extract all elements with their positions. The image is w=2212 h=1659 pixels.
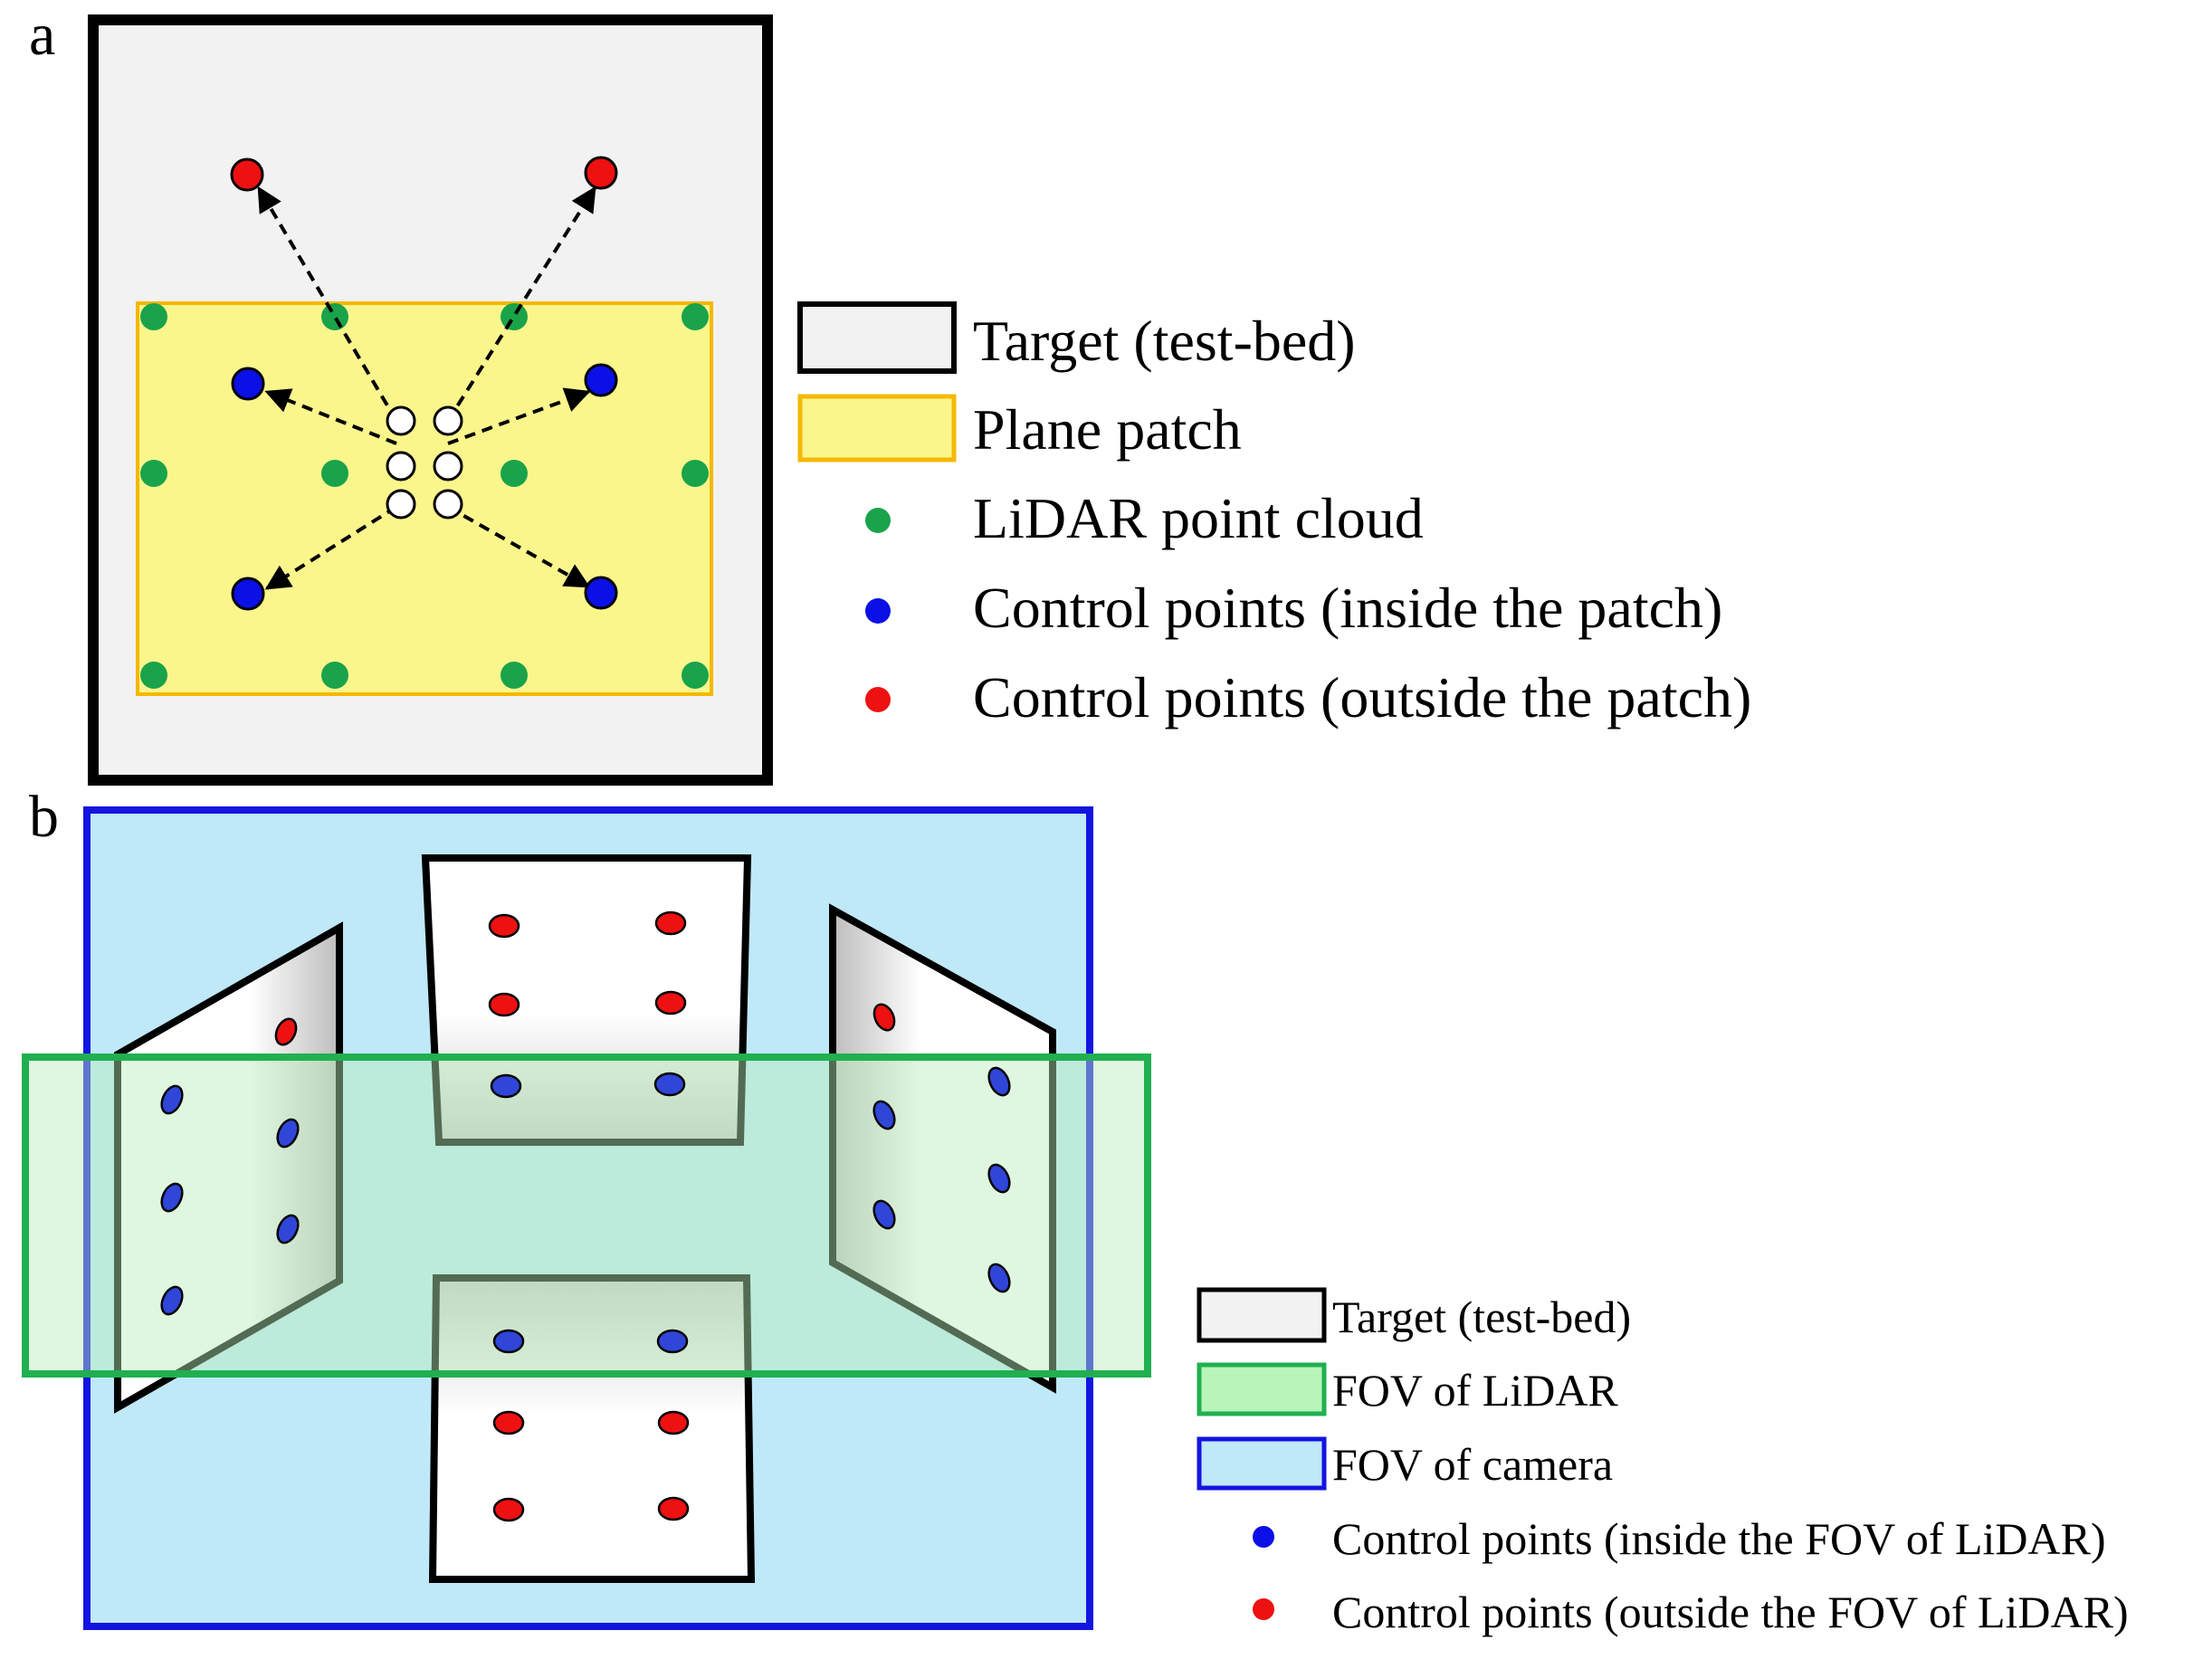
lidar-point xyxy=(682,662,709,689)
control-point-outside xyxy=(274,1017,298,1046)
lidar-point xyxy=(321,303,348,330)
legend-b-label-camera-fov: FOV of camera xyxy=(1332,1439,1614,1490)
control-point-outside xyxy=(657,1410,690,1435)
estimated-point xyxy=(433,451,463,481)
lidar-point xyxy=(140,303,167,330)
control-point-inside xyxy=(872,1100,896,1130)
control-point-inside xyxy=(656,1329,689,1354)
control-point-inside xyxy=(653,1072,686,1097)
control-point-outside xyxy=(230,157,264,192)
estimated-points xyxy=(386,405,463,520)
legend-b-swatch-lidar-fov xyxy=(1197,1362,1327,1416)
control-point-outside xyxy=(492,1410,525,1435)
estimated-point xyxy=(386,405,416,436)
legend-b-label-lidar-fov: FOV of LiDAR xyxy=(1332,1365,1618,1416)
lidar-point xyxy=(501,460,528,487)
lidar-point xyxy=(682,303,709,330)
legend-a-label-plane-patch: Plane patch xyxy=(973,397,1242,462)
panel-a-diagram xyxy=(88,14,773,786)
control-points-outside-patch xyxy=(230,156,618,192)
panel-b-points-outside-fov xyxy=(274,911,896,1522)
control-point-inside xyxy=(492,1329,525,1354)
legend-a-swatch-plane-patch xyxy=(797,394,957,462)
legend-b-label-inside: Control points (inside the FOV of LiDAR) xyxy=(1332,1513,2106,1564)
lidar-point xyxy=(321,460,348,487)
estimated-point xyxy=(386,489,416,520)
panel-label-b: b xyxy=(29,784,59,850)
arrow xyxy=(447,505,591,588)
arrow xyxy=(257,186,398,423)
legend-a xyxy=(797,301,957,712)
control-point-inside xyxy=(231,577,265,611)
control-point-outside xyxy=(492,1497,525,1522)
legend-a-dot-lidar xyxy=(865,508,891,533)
lidar-point xyxy=(140,460,167,487)
control-point-inside xyxy=(584,576,618,610)
plane-patch xyxy=(136,301,713,696)
panel-label-a: a xyxy=(29,2,56,68)
lidar-fov xyxy=(22,1054,1151,1378)
legend-a-label-lidar: LiDAR point cloud xyxy=(973,486,1424,550)
lidar-point xyxy=(682,460,709,487)
projection-arrows xyxy=(257,186,596,590)
legend-a-label-inside: Control points (inside the patch) xyxy=(973,576,1723,640)
lidar-point xyxy=(501,662,528,689)
lidar-point xyxy=(321,662,348,689)
control-point-outside xyxy=(654,990,687,1015)
control-point-outside xyxy=(488,992,520,1017)
legend-a-label-target: Target (test-bed) xyxy=(973,309,1356,373)
control-point-inside xyxy=(160,1285,184,1316)
control-point-inside xyxy=(987,1163,1011,1194)
estimated-point xyxy=(433,405,463,436)
control-point-inside xyxy=(872,1199,896,1230)
estimated-point xyxy=(386,451,416,481)
control-points-inside-patch xyxy=(231,363,618,611)
legend-b-label-outside: Control points (outside the FOV of LiDAR… xyxy=(1332,1587,2129,1637)
estimated-point xyxy=(433,489,463,520)
legend-b-dot-inside xyxy=(1253,1526,1274,1548)
legend-a-swatch-target xyxy=(797,301,957,374)
panel-b-diagram xyxy=(22,806,1151,1630)
control-point-inside xyxy=(987,1066,1011,1097)
control-point-outside xyxy=(584,156,618,190)
control-point-inside xyxy=(276,1214,300,1244)
legend-b-swatch-target xyxy=(1197,1287,1327,1343)
legend-b xyxy=(1197,1287,1327,1620)
control-point-inside xyxy=(987,1263,1011,1293)
lidar-point xyxy=(140,662,167,689)
arrow xyxy=(446,186,596,423)
lidar-point xyxy=(501,303,528,330)
control-point-inside xyxy=(276,1118,300,1149)
legend-a-dot-inside xyxy=(865,598,891,624)
arrow xyxy=(447,387,591,445)
legend-b-swatch-camera-fov xyxy=(1197,1436,1327,1491)
arrow xyxy=(264,388,397,445)
legend-b-label-target: Target (test-bed) xyxy=(1332,1292,1632,1342)
control-point-inside xyxy=(584,363,618,397)
legend-a-dot-outside xyxy=(865,687,891,712)
panel-b-points-inside-fov xyxy=(160,1066,1011,1354)
legend-b-dot-outside xyxy=(1253,1598,1274,1620)
control-point-inside xyxy=(490,1073,522,1099)
control-point-outside xyxy=(657,1496,690,1521)
arrow xyxy=(264,505,398,590)
control-point-outside xyxy=(872,1003,896,1032)
control-point-inside xyxy=(231,367,265,401)
control-point-outside xyxy=(654,911,687,936)
control-point-inside xyxy=(160,1084,184,1115)
legend-a-label-outside: Control points (outside the patch) xyxy=(973,665,1752,729)
control-point-outside xyxy=(488,913,520,939)
control-point-inside xyxy=(160,1182,184,1213)
lidar-point-cloud xyxy=(140,303,709,689)
